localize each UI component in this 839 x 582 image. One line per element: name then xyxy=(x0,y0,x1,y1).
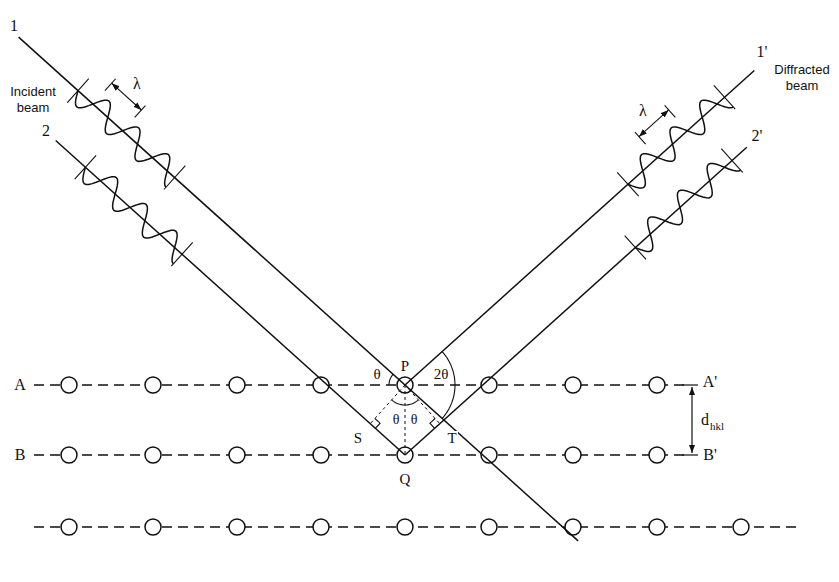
bracket-tick xyxy=(682,384,698,385)
beam-label: Incident beam xyxy=(4,84,62,115)
beam-number: 1' xyxy=(756,44,769,60)
plane-label: A xyxy=(13,377,27,393)
diffracted-ray xyxy=(405,71,754,386)
angle-arc xyxy=(442,352,455,419)
incident-ray xyxy=(19,37,579,541)
wave-tick xyxy=(75,155,96,179)
beam-label: Diffracted beam xyxy=(768,62,836,93)
wave xyxy=(628,100,733,188)
atom xyxy=(61,519,77,535)
wave-tick xyxy=(171,242,192,266)
beam-number: 2' xyxy=(751,128,764,144)
atom xyxy=(565,519,581,535)
angle-label: θ xyxy=(410,413,419,427)
extension-line xyxy=(635,132,646,144)
atom xyxy=(649,377,665,393)
atom xyxy=(229,377,245,393)
extension-line xyxy=(105,79,116,91)
wave-tick xyxy=(721,149,742,173)
angle-label: θ xyxy=(392,413,401,427)
point-label: T xyxy=(446,431,457,446)
atom xyxy=(649,519,665,535)
atom xyxy=(565,377,581,393)
angle-arc xyxy=(392,400,419,405)
beam-number: 1 xyxy=(9,18,19,34)
point-label: Q xyxy=(399,472,412,487)
wave-tick xyxy=(617,172,638,196)
wave-tick xyxy=(164,166,185,190)
wave xyxy=(83,167,177,264)
plane-label: B xyxy=(14,447,27,463)
spacing-arrow xyxy=(691,387,692,453)
extension-line xyxy=(665,105,676,117)
atom xyxy=(61,447,77,463)
wave-tick xyxy=(714,85,735,109)
lattice-plane xyxy=(34,454,690,455)
atom xyxy=(145,519,161,535)
spacing-subscript: hkl xyxy=(709,421,725,432)
right-angle-mark xyxy=(430,418,435,428)
angle-label: 2θ xyxy=(433,367,450,382)
lattice-plane xyxy=(34,384,690,385)
atom xyxy=(733,519,749,535)
normal-line xyxy=(405,385,406,455)
wavelength-symbol: λ xyxy=(132,76,142,92)
plane-label: A' xyxy=(702,374,718,390)
incident-ray xyxy=(56,141,405,456)
wave xyxy=(75,91,169,188)
angle-arc xyxy=(389,374,393,385)
atom xyxy=(145,377,161,393)
atom xyxy=(313,447,329,463)
wavelength-symbol: λ xyxy=(638,103,648,119)
atom xyxy=(313,519,329,535)
atom xyxy=(229,447,245,463)
atom xyxy=(229,519,245,535)
angle-label: θ xyxy=(372,367,381,382)
wave-tick xyxy=(625,236,646,260)
point-label: P xyxy=(400,359,410,374)
bracket-tick xyxy=(682,454,698,455)
wave xyxy=(635,163,740,251)
diffracted-ray xyxy=(405,147,747,455)
wave-tick xyxy=(67,79,88,103)
atom xyxy=(397,519,413,535)
atom xyxy=(61,377,77,393)
atom xyxy=(145,447,161,463)
plane-label: B' xyxy=(702,447,718,463)
right-angle-mark xyxy=(375,418,380,428)
atom xyxy=(649,447,665,463)
atom xyxy=(565,447,581,463)
extension-line xyxy=(135,106,146,118)
atom xyxy=(481,519,497,535)
point-label: S xyxy=(353,431,363,446)
beam-number: 2 xyxy=(41,123,51,139)
